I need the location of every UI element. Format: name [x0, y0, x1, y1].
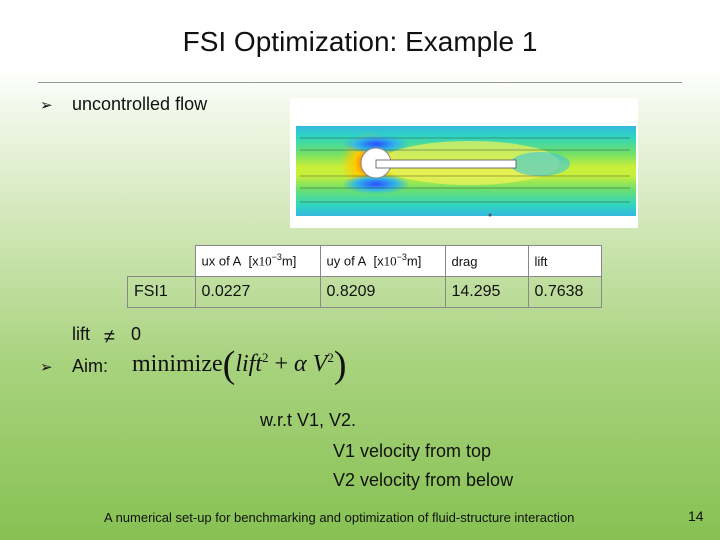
title-divider: [38, 82, 682, 83]
header-ux: ux of A [x10−3m]: [194, 245, 321, 277]
objective-formula: minimize(lift2 + α V2): [132, 344, 347, 386]
table-row: FSI1 0.0227 0.8209 14.295 0.7638: [127, 276, 602, 308]
slide-title: FSI Optimization: Example 1: [182, 26, 538, 57]
value-lift: 0.7638: [527, 276, 602, 308]
lift-label: lift: [72, 324, 90, 344]
value-ux: 0.0227: [194, 276, 321, 308]
table-empty-cell: [128, 246, 196, 277]
header-drag: drag: [444, 245, 529, 277]
wrt-text: w.r.t V1, V2.: [260, 410, 357, 430]
header-uy: uy of A [x10−3m]: [319, 245, 446, 277]
v1-description: V1 velocity from top: [333, 441, 492, 461]
page-number: 14: [688, 508, 704, 524]
flow-simulation-plot: [290, 98, 638, 228]
results-table: ux of A [x10−3m] uy of A [x10−3m] drag l…: [127, 245, 602, 308]
footer-text: A numerical set-up for benchmarking and …: [104, 510, 575, 525]
zero-value: 0: [131, 324, 142, 344]
aim-label: Aim:: [72, 356, 108, 376]
row-label: FSI1: [127, 276, 196, 308]
not-equal-symbol: ≠: [104, 326, 115, 348]
header-lift: lift: [527, 245, 602, 277]
value-uy: 0.8209: [319, 276, 446, 308]
arrow-bullet-icon: ➢: [40, 359, 53, 376]
table-header-row: ux of A [x10−3m] uy of A [x10−3m] drag l…: [128, 245, 602, 277]
flow-field-image: [290, 98, 638, 228]
arrow-bullet-icon: ➢: [40, 97, 53, 114]
formula-fn: minimize: [132, 351, 223, 377]
value-drag: 14.295: [444, 276, 529, 308]
bullet-aim: ➢ Aim:: [40, 356, 108, 377]
bullet-text: uncontrolled flow: [72, 94, 208, 114]
v2-description: V2 velocity from below: [333, 470, 514, 490]
formula-lift: lift: [235, 351, 262, 377]
bullet-uncontrolled-flow: ➢ uncontrolled flow: [40, 94, 207, 115]
